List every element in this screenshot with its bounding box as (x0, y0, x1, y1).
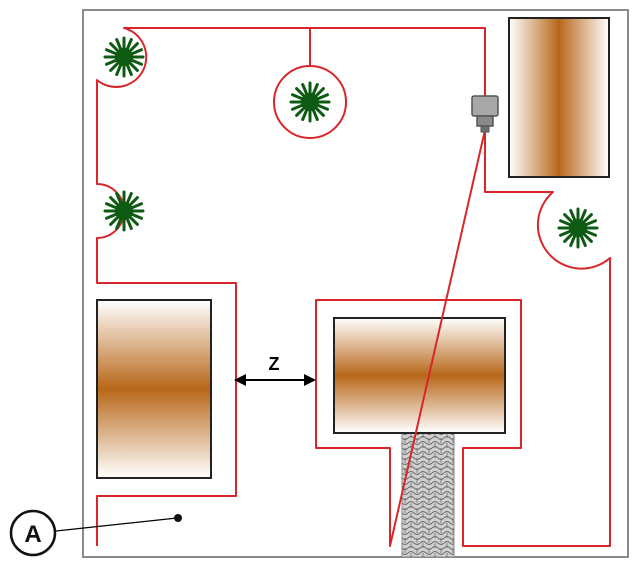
obstacle-top-right (508, 17, 610, 178)
shrub-icon (289, 81, 331, 123)
boundary-wire (96, 27, 611, 547)
shrub-icon (103, 36, 145, 78)
shrub-icon (557, 207, 599, 249)
obstacle-left (96, 299, 212, 479)
distance-label: Z (269, 354, 280, 374)
callout-label: A (24, 521, 41, 548)
distance-arrow (234, 374, 316, 386)
charging-station-icon (471, 95, 499, 133)
callout-leader (55, 517, 178, 532)
paved-path (401, 432, 455, 558)
callout-circle (9, 509, 57, 557)
shrub-icon (103, 190, 145, 232)
callout-point (174, 514, 182, 522)
